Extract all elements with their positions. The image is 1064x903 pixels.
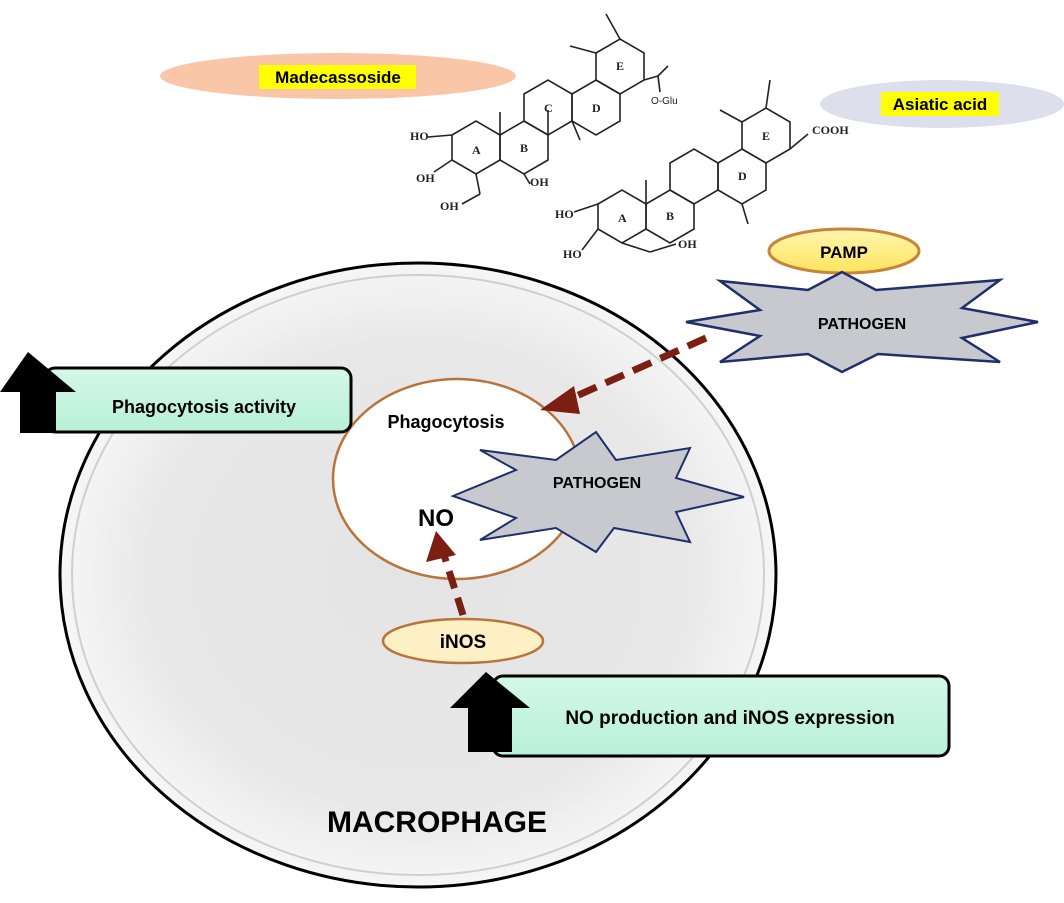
madecassoside-ring-d: D [592, 101, 601, 115]
no-production-label: NO production and iNOS expression [565, 708, 894, 729]
pathogen-outside-shape [685, 270, 1039, 374]
asiatic-acid-highlight [881, 92, 999, 116]
pathogen-to-phagosome-arrow-line [570, 334, 708, 402]
no-label: NO [418, 505, 454, 532]
madecassoside-ring-b: B [520, 141, 528, 155]
madecassoside-oh2-label: OH [440, 199, 459, 213]
madecassoside-label: Madecassoside [275, 68, 401, 87]
asiatic-cooh-label: COOH [812, 123, 849, 137]
no-production-indicator: NO production and iNOS expression [450, 672, 951, 758]
asiatic-oh-label: OH [678, 237, 697, 251]
asiatic-acid-structure: HO HO OH A B D E COOH [555, 79, 849, 261]
pathogen-inside-shape [450, 430, 745, 554]
madecassoside-structure: HO OH OH OH A B C D E O-Glu [410, 13, 678, 213]
madecassoside-ring-e: E [616, 59, 624, 73]
madecassoside-oh3-label: OH [530, 175, 549, 189]
asiatic-acid-label-group: Asiatic acid [820, 80, 1064, 128]
asiatic-ho-label: HO [555, 207, 574, 221]
asiatic-ring-d: D [738, 169, 747, 183]
madecassoside-ring-a: A [472, 143, 481, 157]
inos-label: iNOS [440, 632, 486, 653]
asiatic-acid-label: Asiatic acid [893, 95, 988, 114]
asiatic-ring-e: E [762, 129, 770, 143]
asiatic-ring-a: A [618, 211, 627, 225]
phagocytosis-activity-indicator: Phagocytosis activity [0, 352, 353, 434]
macrophage-inner-ring [71, 274, 765, 876]
pathogen-outside-label: PATHOGEN [818, 316, 906, 333]
phagocytosis-up-arrow-icon [0, 352, 76, 433]
phagocytosis-label: Phagocytosis [387, 412, 504, 432]
pathogen-inside-label: PATHOGEN [553, 475, 641, 492]
inos-to-no-arrowhead [426, 531, 456, 562]
madecassoside-ring-c: C [544, 101, 553, 115]
madecassoside-label-group: Madecassoside [160, 53, 516, 99]
madecassoside-glu-label: O-Glu [651, 96, 678, 107]
macrophage-label: MACROPHAGE [327, 806, 547, 839]
madecassoside-oh-label: OH [416, 171, 435, 185]
madecassoside-ho-label: HO [410, 129, 429, 143]
madecassoside-highlight [259, 65, 416, 89]
asiatic-ho2-label: HO [563, 247, 582, 261]
phagocytosis-activity-label: Phagocytosis activity [112, 397, 296, 417]
asiatic-ring-b: B [666, 209, 674, 223]
inos-ellipse [381, 617, 545, 665]
no-production-up-arrow-icon [450, 672, 530, 752]
pathogen-to-phagosome-arrowhead [540, 386, 580, 414]
inos-to-no-arrow-line [440, 553, 467, 617]
pamp-label: PAMP [820, 243, 868, 262]
